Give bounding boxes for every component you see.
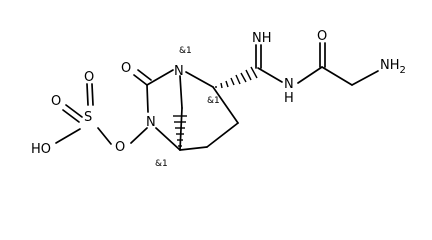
atom-ring-carbonyl-o: O	[121, 61, 131, 76]
bond-s-to-o-left-1	[62, 109, 80, 123]
atom-sulfonyl-o-left: O	[51, 94, 61, 109]
bond-bridge-n-to-alpha-c	[185, 71, 214, 88]
bond-acyl-c-to-ch2	[321, 66, 353, 86]
bond-carbonyl-c-o-1	[133, 74, 148, 86]
bond-s-to-o-left-2	[65, 104, 83, 118]
hashed-wedge-bridgehead-to-methylene	[173, 115, 187, 147]
bond-methylene-to-bridgehead-c	[179, 107, 183, 151]
bond-carbonyl-c-o-2	[137, 69, 152, 81]
bond-ring-n-to-ester-o	[130, 127, 148, 144]
molecule-structure: NH O NH2 O N N H N O S O O HO &1 &1 &1	[31, 29, 406, 169]
bond-s-to-oh	[55, 128, 81, 144]
bond-ring-ch2-to-ch2	[206, 122, 239, 148]
atom-amidine-h: H	[284, 91, 294, 106]
bond-carbonyl-c-to-ring-n	[146, 84, 149, 113]
atom-ester-o: O	[115, 140, 125, 155]
atom-amidine-n: N	[284, 77, 294, 92]
atom-hydroxyl-ho: HO	[31, 142, 51, 157]
bond-ch2-to-bridgehead-c	[179, 146, 208, 151]
atom-amide-o: O	[317, 29, 327, 44]
structure-canvas: NH O NH2 O N N H N O S O O HO &1 &1 &1	[31, 29, 406, 169]
atom-amine-nh2: NH2	[380, 58, 406, 76]
hashed-wedge-alpha-to-amidine	[215, 66, 258, 89]
stereo-labels: &1 &1 &1	[155, 46, 220, 169]
bond-s-to-o-top-2	[91, 83, 94, 106]
bond-bridge-n-to-methylene	[179, 75, 183, 109]
bond-ester-o-to-s	[97, 127, 112, 145]
bond-carbonyl-c-to-bridge-n	[146, 69, 174, 86]
stereo-label-bridgehead-n: &1	[179, 46, 192, 56]
stereo-label-alpha-carbon: &1	[207, 96, 220, 106]
atom-ring-n: N	[146, 115, 156, 130]
bonds	[55, 42, 379, 151]
bond-n-to-acyl-c	[297, 66, 323, 84]
bond-amidine-c-to-n	[257, 67, 283, 83]
atom-sulfur: S	[84, 110, 92, 125]
atom-labels: NH O NH2 O N N H N O S O O HO	[31, 29, 406, 157]
stereo-label-bridgehead-c: &1	[155, 159, 168, 169]
bond-s-to-o-top-1	[86, 83, 89, 106]
atom-sulfonyl-o-top: O	[84, 70, 94, 85]
atom-imine-nh: NH	[252, 31, 272, 46]
bond-ch2-to-amine	[351, 70, 379, 86]
bond-alpha-c-to-ring-ch2	[212, 86, 239, 124]
atom-bridge-n: N	[174, 64, 184, 79]
bond-bridgehead-c-to-ring-n	[155, 127, 181, 151]
